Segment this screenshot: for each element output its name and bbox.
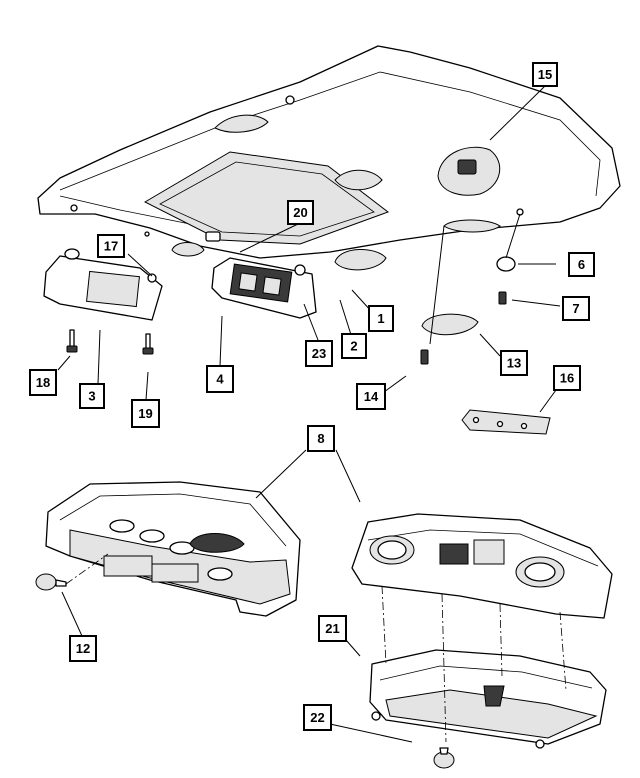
svg-text:12: 12 xyxy=(76,641,90,656)
callout-3: 3 xyxy=(79,383,105,409)
callout-4: 4 xyxy=(206,365,234,393)
push-pin-22 xyxy=(433,747,455,769)
trim-panel-21 xyxy=(369,649,607,749)
callout-22: 22 xyxy=(303,704,332,731)
callout-15: 15 xyxy=(532,62,558,87)
clip-17 xyxy=(144,231,150,237)
svg-text:2: 2 xyxy=(350,339,357,354)
callout-16: 16 xyxy=(553,365,581,391)
svg-text:16: 16 xyxy=(560,371,574,386)
svg-text:13: 13 xyxy=(507,356,521,371)
callout-21: 21 xyxy=(318,615,347,642)
svg-text:7: 7 xyxy=(572,301,579,316)
coat-hook-13 xyxy=(421,313,479,336)
svg-text:20: 20 xyxy=(293,205,307,220)
push-pin-12 xyxy=(35,573,67,591)
callout-14: 14 xyxy=(356,383,386,410)
callout-20: 20 xyxy=(287,200,314,225)
svg-text:15: 15 xyxy=(538,67,552,82)
callout-18: 18 xyxy=(29,369,57,396)
callout-19: 19 xyxy=(131,399,160,428)
callout-2: 2 xyxy=(341,333,367,359)
callout-17: 17 xyxy=(97,234,125,258)
callout-8: 8 xyxy=(307,425,335,452)
leader-lines xyxy=(57,85,561,743)
callout-7: 7 xyxy=(562,296,590,321)
svg-text:21: 21 xyxy=(325,621,339,636)
callout-12: 12 xyxy=(69,635,97,662)
callout-23: 23 xyxy=(305,340,333,367)
dome-lamp xyxy=(457,159,477,175)
callout-6: 6 xyxy=(568,252,595,277)
svg-text:8: 8 xyxy=(317,431,324,446)
svg-text:17: 17 xyxy=(104,239,118,254)
svg-text:14: 14 xyxy=(364,389,379,404)
svg-text:19: 19 xyxy=(138,406,152,421)
bracket-16 xyxy=(461,409,551,435)
screw-19 xyxy=(142,333,154,355)
sun-visor-left xyxy=(43,248,163,321)
screw-18 xyxy=(66,329,78,353)
callout-13: 13 xyxy=(500,350,528,376)
rear-shelf-panel xyxy=(45,481,301,617)
svg-text:6: 6 xyxy=(578,257,585,272)
svg-text:3: 3 xyxy=(88,389,95,404)
screw-14 xyxy=(420,349,429,365)
sun-visor-right xyxy=(211,257,317,319)
package-tray xyxy=(351,513,613,619)
screw-7 xyxy=(498,291,507,305)
svg-text:1: 1 xyxy=(377,311,384,326)
svg-text:4: 4 xyxy=(216,372,224,387)
svg-text:22: 22 xyxy=(310,710,324,725)
leader-hook-line xyxy=(429,225,445,345)
headliner-grip-recess-right xyxy=(334,169,383,191)
svg-text:18: 18 xyxy=(36,375,50,390)
callout-1: 1 xyxy=(368,305,394,332)
headliner-grip-recess-left xyxy=(214,114,269,133)
grip-cap-6 xyxy=(496,256,516,272)
svg-text:23: 23 xyxy=(312,346,326,361)
visor-recess xyxy=(334,248,387,271)
headliner xyxy=(37,45,621,271)
